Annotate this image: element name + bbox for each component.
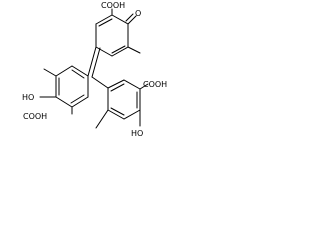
- molecule-drawing: COOH O HO COOH COOH HO: [22, 1, 167, 138]
- top-ring: [95, 8, 141, 57]
- left-ho-label: HO: [22, 93, 34, 102]
- right-ring: [91, 76, 149, 129]
- ketone-o-label: O: [135, 9, 141, 18]
- central-double-bond: [87, 46, 101, 78]
- left-cooh-label: COOH: [23, 112, 47, 121]
- top-cooh-label: COOH: [101, 1, 125, 10]
- right-cooh-label: COOH: [143, 80, 167, 89]
- right-ho-label: HO: [131, 129, 143, 138]
- structure-diagram: COOH O HO COOH COOH HO: [0, 0, 179, 166]
- left-ring: [39, 65, 89, 115]
